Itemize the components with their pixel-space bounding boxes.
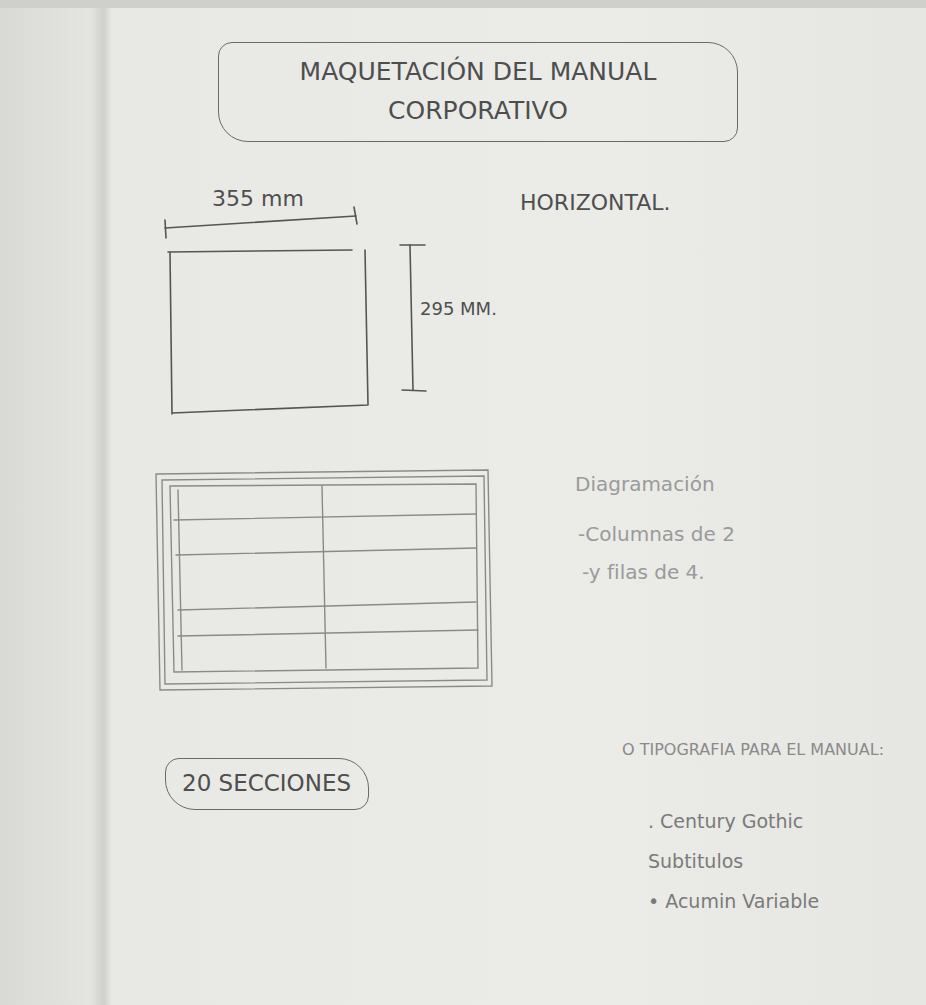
note-text: Subtitulos [648, 850, 743, 872]
section-box: 20 SECCIONES [165, 758, 369, 810]
note-heading: Diagramación [575, 472, 715, 496]
title-box: MAQUETACIÓN DEL MANUAL CORPORATIVO [218, 42, 738, 142]
dimension-label: 295 MM. [420, 298, 497, 319]
note-text: -Columnas de 2 [578, 522, 735, 546]
note-heading: O TIPOGRAFIA PARA EL MANUAL: [622, 740, 892, 759]
font-name: . Century Gothic [648, 810, 803, 832]
dimension-label: 355 mm [212, 186, 304, 211]
orientation-label: HORIZONTAL. [520, 190, 671, 215]
node-text: 20 SECCIONES [182, 769, 352, 799]
font-name: • Acumin Variable [648, 890, 819, 912]
note-text: -y filas de 4. [582, 560, 705, 584]
node-text: MAQUETACIÓN DEL MANUAL CORPORATIVO [235, 53, 721, 131]
